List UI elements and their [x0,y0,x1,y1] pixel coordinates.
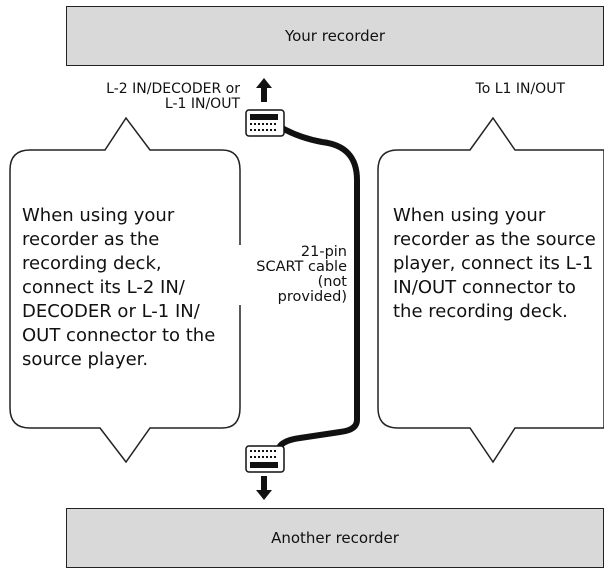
left-callout-line: recorder as the [22,229,160,250]
cable-label-line: SCART cable [256,259,347,275]
left-callout-line: connect its L-2 IN/ [22,277,185,298]
your-recorder-box: Your recorder [66,6,604,66]
right-callout-line: IN/OUT connector to [393,277,576,298]
cable-label-line: provided) [277,289,347,305]
right-callout-line: the recording deck. [393,301,568,322]
scart-cable [277,125,360,449]
cable-label-line: (not [317,274,347,290]
left-callout-line: source player. [22,349,149,370]
bottom-scart-plug [245,445,285,473]
left-callout-text: When using your recorder as the recordin… [22,204,232,372]
cable-label: 21-pin SCART cable (not provided) [235,245,347,305]
left-callout-line: DECODER or L-1 IN/ [22,301,200,322]
right-callout-bubble [377,116,604,464]
down-arrow-icon [256,476,272,500]
left-callout-line: recording deck, [22,253,162,274]
left-connector-label-line1: L-2 IN/DECODER or [106,81,240,97]
another-recorder-box: Another recorder [66,508,604,568]
cable-label-line: 21-pin [300,244,347,260]
up-arrow-icon [256,78,272,102]
right-callout-line: recorder as the source [393,229,596,250]
left-connector-label: L-2 IN/DECODER or L-1 IN/OUT [80,82,240,112]
right-connector-label: To L1 IN/OUT [475,81,565,97]
your-recorder-label: Your recorder [284,27,386,45]
right-callout-text: When using your recorder as the source p… [393,204,598,324]
left-callout-line: When using your [22,205,175,226]
left-callout-line: OUT connector to the [22,325,216,346]
right-callout-line: When using your [393,205,546,226]
left-callout-bubble [9,116,241,464]
top-scart-plug [245,109,285,137]
another-recorder-label: Another recorder [271,529,399,547]
left-connector-label-line2: L-1 IN/OUT [164,96,240,112]
right-callout-line: player, connect its L-1 [393,253,594,274]
